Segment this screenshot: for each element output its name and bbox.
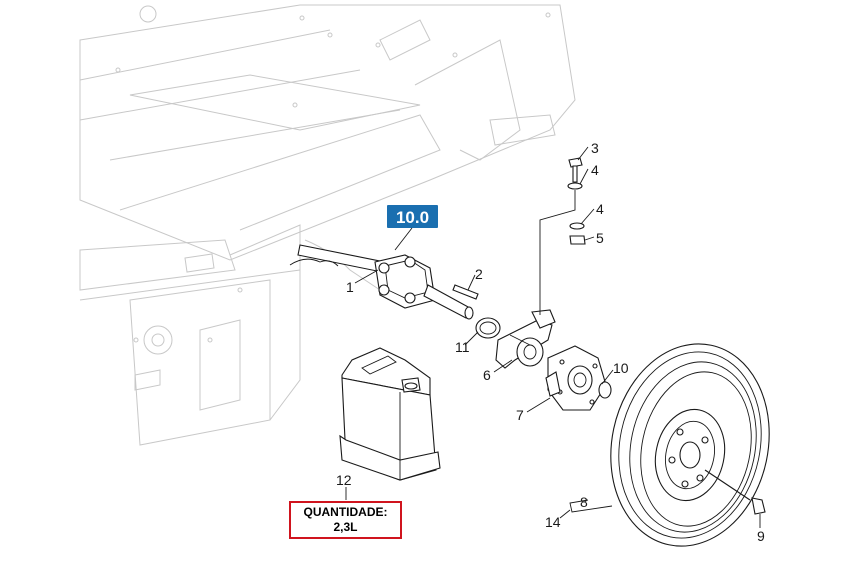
callout-7[interactable]: 7 [516,407,524,423]
callout-12[interactable]: 12 [336,472,352,488]
reference-tag-leader [394,227,413,251]
callout-8[interactable]: 8 [580,494,588,510]
callout-3[interactable]: 3 [591,140,599,156]
quantity-note-value: 2,3L [333,520,358,534]
callout-11[interactable]: 11 [455,339,470,355]
steering-cylinder-part [289,244,474,320]
washer-part-lower [569,222,585,230]
machine-frame-outline [79,4,576,446]
callout-6[interactable]: 6 [483,367,491,383]
callout-14[interactable]: 14 [545,514,561,530]
wheel-tire-part [610,343,770,547]
wheel-hub-part [545,345,607,411]
quantity-note-box: QUANTIDADE: 2,3L [289,501,402,539]
seal-ring-part [598,381,612,399]
oil-can-part [339,347,441,481]
callout-1[interactable]: 1 [346,279,354,295]
callout-10[interactable]: 10 [613,360,629,376]
pin-part [452,284,479,300]
callout-2[interactable]: 2 [475,266,483,282]
support-bracket-part [495,309,556,369]
bolt-axis-line [539,190,576,315]
callout-leaders [345,146,761,528]
quantity-note-label: QUANTIDADE: [303,505,388,519]
callout-4-lower[interactable]: 4 [596,201,604,217]
washer-part-upper [567,182,583,190]
nut-part [569,235,586,245]
callout-labels: 1 2 3 4 4 5 6 7 8 9 10 11 12 14 [336,140,765,544]
reference-tag-label: 10.0 [396,208,429,227]
bolt-part [568,157,583,183]
callout-5[interactable]: 5 [596,230,604,246]
reference-tag[interactable]: 10.0 [387,205,438,228]
callout-4-upper[interactable]: 4 [591,162,599,178]
o-ring-part [475,317,501,339]
callout-9[interactable]: 9 [757,528,765,544]
wheel-bolt-part [704,469,766,515]
